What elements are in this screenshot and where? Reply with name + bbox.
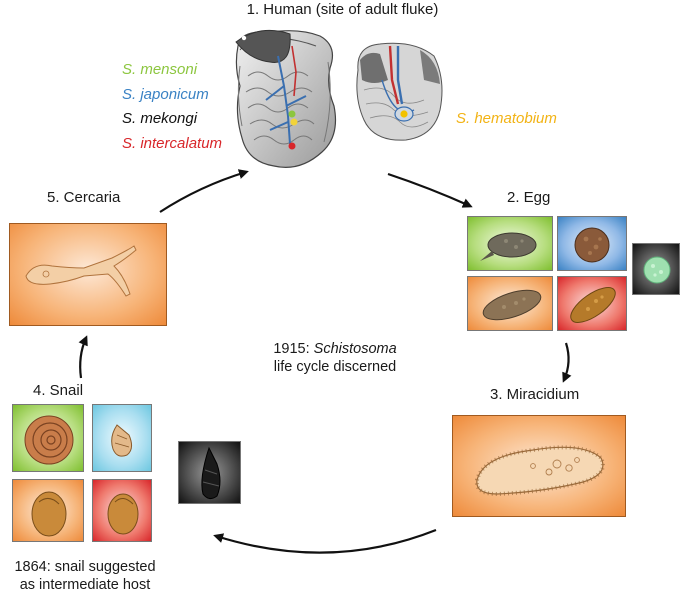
arrow-cercaria-to-human xyxy=(159,169,249,213)
snail-host-note: 1864: snail suggested as intermediate ho… xyxy=(0,558,170,594)
species-intercalatum: S. intercalatum xyxy=(122,135,223,152)
cercaria-organism xyxy=(25,245,137,297)
species-mekongi: S. mekongi xyxy=(122,110,198,127)
bladder-illustration xyxy=(356,42,443,141)
human-stage-label: 1. Human (site of adult fluke) xyxy=(246,1,439,18)
arrow-miracidium-to-snail xyxy=(213,528,437,554)
species-japonicum: S. japonicum xyxy=(122,86,209,103)
egg-tile-japonicum xyxy=(557,216,627,271)
snail-tile-neotricula xyxy=(178,441,241,504)
miracidium-organism xyxy=(474,445,605,497)
cercaria-stage-label: 5. Cercaria xyxy=(47,189,121,206)
life-cycle-note: 1915: Schistosoma life cycle discerned xyxy=(200,340,470,376)
egg-tile-mekongi xyxy=(632,243,680,295)
snail-note-line1: 1864: snail suggested xyxy=(14,559,156,575)
egg-stage-label: 2. Egg xyxy=(507,189,551,206)
snail-tile-biomphalaria xyxy=(12,404,84,472)
species-hematobium: S. hematobium xyxy=(456,110,557,127)
snail-tile-oncomelania xyxy=(92,404,152,472)
life-cycle-rest: life cycle discerned xyxy=(273,359,397,375)
miracidium-box xyxy=(452,415,626,517)
life-cycle-year: 1915: xyxy=(273,341,310,357)
snail-note-line2: as intermediate host xyxy=(19,577,151,593)
miracidium-stage-label: 3. Miracidium xyxy=(490,386,580,403)
intestine-illustration xyxy=(235,29,337,168)
egg-tile-hematobium xyxy=(557,276,627,331)
cercaria-box xyxy=(9,223,167,326)
snail-tile-bulinus-red xyxy=(92,479,152,542)
snail-tile-bulinus-orange xyxy=(12,479,84,542)
egg-tile-mansoni xyxy=(467,216,553,271)
snail-stage-label: 4. Snail xyxy=(33,382,84,399)
arrow-human-to-egg xyxy=(387,172,473,208)
life-cycle-genus: Schistosoma xyxy=(313,341,397,357)
arrow-snail-to-cercaria xyxy=(78,335,88,379)
egg-tile-intercalatum xyxy=(467,276,553,331)
species-mensoni: S. mensoni xyxy=(122,61,198,78)
arrow-egg-to-miracidium xyxy=(562,342,572,383)
